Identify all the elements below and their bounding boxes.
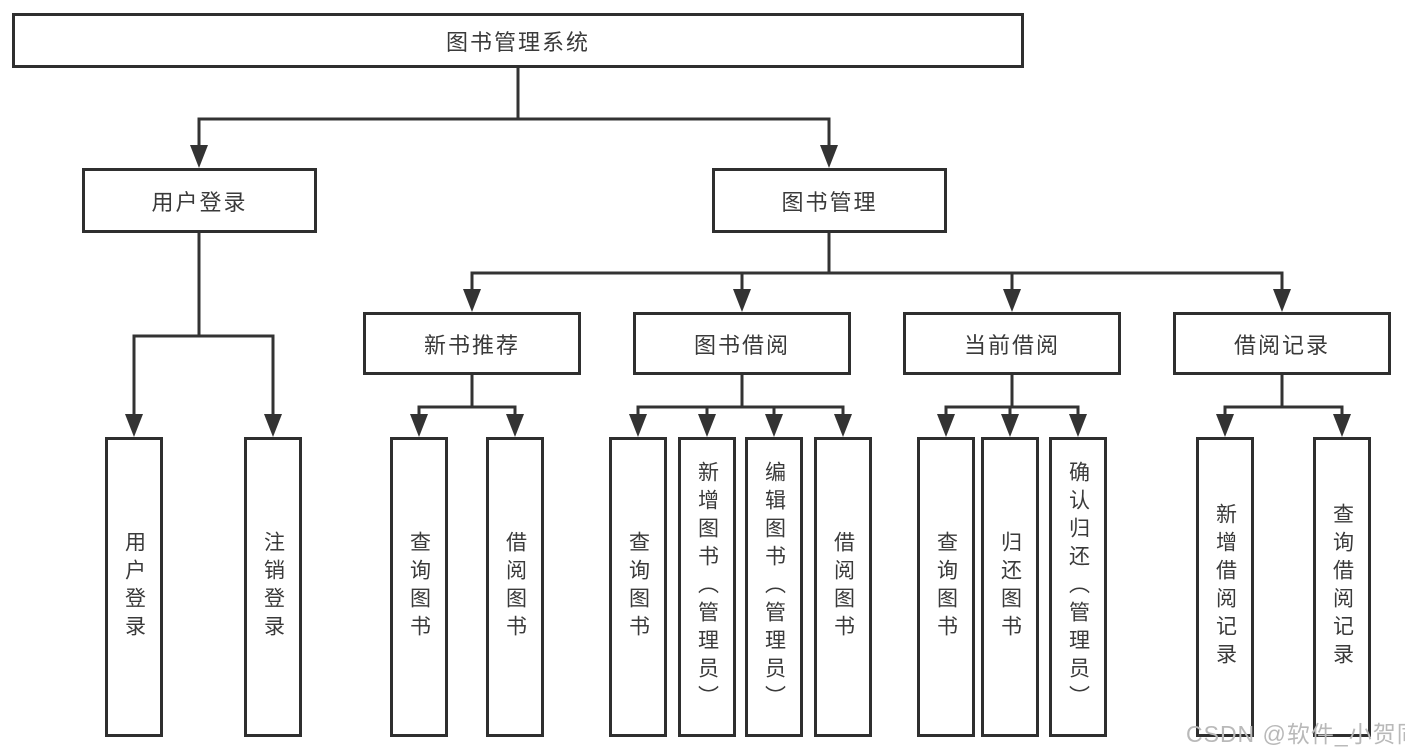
node-borrow-records-label: 借阅记录 bbox=[1233, 332, 1330, 358]
node-current-borrowing-label: 当前借阅 bbox=[963, 332, 1060, 358]
leaf-query-books-borrowing-label: 查询图书 bbox=[626, 531, 650, 643]
node-borrow-records: 借阅记录 bbox=[1173, 312, 1391, 375]
leaf-logout-login: 注销登录 bbox=[244, 437, 302, 737]
node-user-login: 用户登录 bbox=[82, 168, 317, 233]
leaf-edit-books-admin-label: 编辑图书（管理员） bbox=[762, 461, 786, 713]
edge-borrow-records-to-leaves bbox=[1216, 375, 1351, 437]
edge-book-management-to-level3 bbox=[463, 233, 1291, 312]
leaf-borrow-books-borrowing-label: 借阅图书 bbox=[831, 531, 855, 643]
leaf-borrow-books-recommend-label: 借阅图书 bbox=[503, 531, 527, 643]
leaf-user-login-label: 用户登录 bbox=[122, 531, 146, 643]
edge-new-book-recommend-to-leaves bbox=[410, 375, 524, 437]
leaf-confirm-return-admin-label: 确认归还（管理员） bbox=[1066, 461, 1090, 713]
node-root: 图书管理系统 bbox=[12, 13, 1024, 68]
leaf-borrow-books-recommend: 借阅图书 bbox=[486, 437, 544, 737]
leaf-add-borrow-record: 新增借阅记录 bbox=[1196, 437, 1254, 737]
edge-current-borrowing-to-leaves bbox=[937, 375, 1087, 437]
csdn-watermark: CSDN @软件_小贺同学 bbox=[1186, 721, 1405, 747]
leaf-query-borrow-record: 查询借阅记录 bbox=[1313, 437, 1371, 737]
leaf-add-books-admin-label: 新增图书（管理员） bbox=[695, 461, 719, 713]
node-user-login-label: 用户登录 bbox=[151, 189, 248, 215]
leaf-query-books-recommend-label: 查询图书 bbox=[407, 531, 431, 643]
node-root-label: 图书管理系统 bbox=[445, 29, 590, 55]
node-book-borrowing-label: 图书借阅 bbox=[693, 332, 790, 358]
leaf-add-books-admin: 新增图书（管理员） bbox=[678, 437, 736, 737]
node-new-book-recommend: 新书推荐 bbox=[363, 312, 581, 375]
leaf-user-login: 用户登录 bbox=[105, 437, 163, 737]
edge-book-borrowing-to-leaves bbox=[629, 375, 852, 437]
edge-user-login-to-leaves bbox=[125, 233, 282, 437]
leaf-confirm-return-admin: 确认归还（管理员） bbox=[1049, 437, 1107, 737]
leaf-query-books-borrowing: 查询图书 bbox=[609, 437, 667, 737]
node-book-borrowing: 图书借阅 bbox=[633, 312, 851, 375]
leaf-add-borrow-record-label: 新增借阅记录 bbox=[1213, 503, 1237, 671]
leaf-borrow-books-borrowing: 借阅图书 bbox=[814, 437, 872, 737]
leaf-query-books-current: 查询图书 bbox=[917, 437, 975, 737]
node-book-management-label: 图书管理 bbox=[781, 189, 878, 215]
leaf-query-books-recommend: 查询图书 bbox=[390, 437, 448, 737]
leaf-logout-login-label: 注销登录 bbox=[261, 531, 285, 643]
node-book-management: 图书管理 bbox=[712, 168, 947, 233]
leaf-return-books: 归还图书 bbox=[981, 437, 1039, 737]
edge-root-to-level2 bbox=[190, 68, 838, 168]
leaf-edit-books-admin: 编辑图书（管理员） bbox=[745, 437, 803, 737]
leaf-return-books-label: 归还图书 bbox=[998, 531, 1022, 643]
node-current-borrowing: 当前借阅 bbox=[903, 312, 1121, 375]
leaf-query-borrow-record-label: 查询借阅记录 bbox=[1330, 503, 1354, 671]
leaf-query-books-current-label: 查询图书 bbox=[934, 531, 958, 643]
node-new-book-recommend-label: 新书推荐 bbox=[423, 332, 520, 358]
